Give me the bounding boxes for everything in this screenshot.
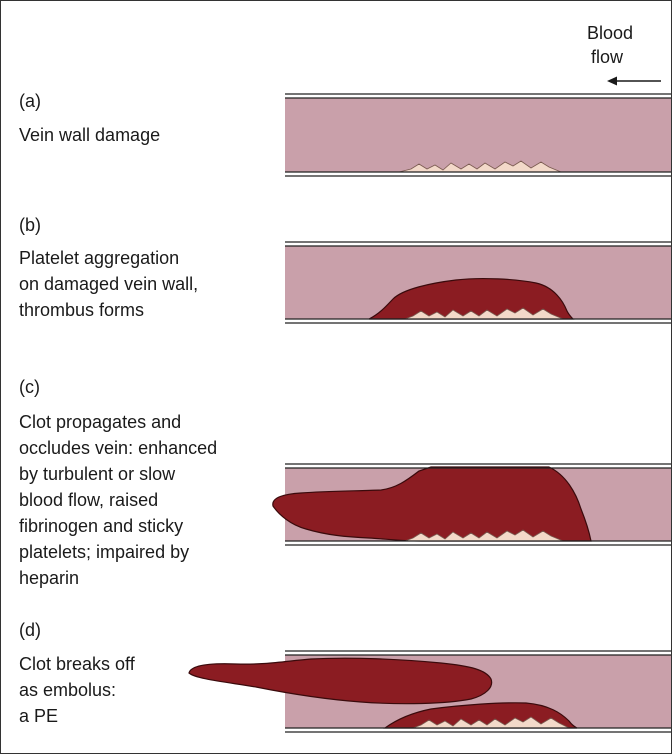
caption-line: as embolus:	[19, 677, 135, 703]
panel-b-vessel	[285, 242, 671, 323]
panel-b-caption: Platelet aggregation on damaged vein wal…	[19, 245, 198, 323]
panel-c-vessel	[273, 464, 671, 545]
caption-line: blood flow, raised	[19, 487, 217, 513]
panel-b-letter: (b)	[19, 212, 41, 238]
caption-line: a PE	[19, 703, 135, 729]
caption-line: by turbulent or slow	[19, 461, 217, 487]
caption-line: Clot breaks off	[19, 651, 135, 677]
panel-d-letter: (d)	[19, 617, 41, 643]
caption-line: Clot propagates and	[19, 409, 217, 435]
caption-line: on damaged vein wall,	[19, 271, 198, 297]
panel-d-vessel	[189, 651, 671, 732]
flow-label-line-1: Blood	[587, 21, 633, 45]
embolus	[189, 658, 492, 703]
flow-label-line-2: flow	[587, 45, 633, 69]
caption-line: Vein wall damage	[19, 122, 160, 148]
caption-line: Platelet aggregation	[19, 245, 198, 271]
blood-flow-label: Blood flow	[587, 21, 633, 69]
panel-c-caption: Clot propagates and occludes vein: enhan…	[19, 409, 217, 591]
panel-a-letter: (a)	[19, 88, 41, 114]
caption-line: platelets; impaired by	[19, 539, 217, 565]
panel-d-caption: Clot breaks off as embolus: a PE	[19, 651, 135, 729]
caption-line: fibrinogen and sticky	[19, 513, 217, 539]
panel-c-letter: (c)	[19, 374, 40, 400]
blood-flow-arrow	[607, 77, 661, 86]
caption-line: heparin	[19, 565, 217, 591]
caption-line: occludes vein: enhanced	[19, 435, 217, 461]
caption-line: thrombus forms	[19, 297, 198, 323]
panel-a-caption: Vein wall damage	[19, 122, 160, 148]
panel-a-vessel	[285, 94, 671, 176]
